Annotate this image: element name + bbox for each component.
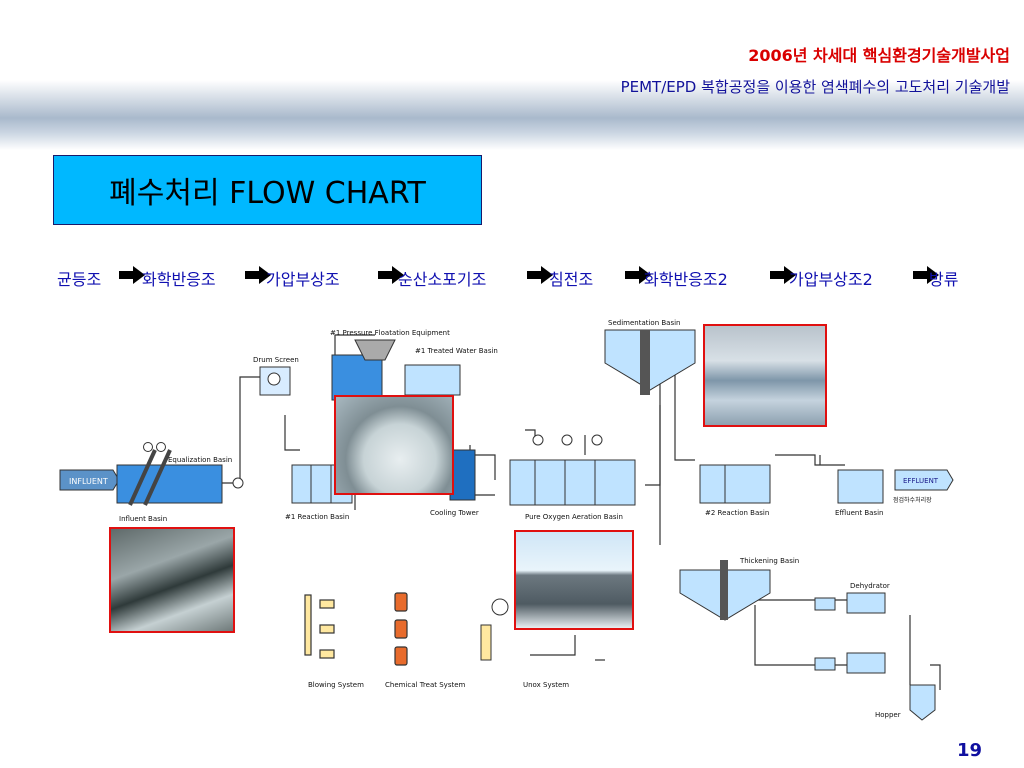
influent-basin-label: Influent Basin <box>119 515 167 523</box>
cooling-tower-label: Cooling Tower <box>430 509 479 517</box>
flow-step-chem-reaction: 화학반응조 <box>142 270 216 289</box>
thickening-basin-label: Thickening Basin <box>739 557 799 565</box>
pressure-flotation-label: #1 Pressure Floatation Equipment <box>330 329 450 337</box>
page-number: 19 <box>956 740 982 761</box>
arrow-right-icon <box>378 266 404 284</box>
effluent-label: EFFLUENT <box>903 477 939 485</box>
flow-step-pressure-flotation: 가압부상조 <box>266 270 340 289</box>
flow-step-pressure-flotation-2: 가압부상조2 <box>789 270 873 289</box>
blowing-system-label: Blowing System <box>308 681 364 689</box>
arrow-right-icon <box>913 266 939 284</box>
flow-chart-title-box: 폐수처리 FLOW CHART <box>53 155 482 225</box>
arrow-right-icon <box>527 266 553 284</box>
header-title: 2006년 차세대 핵심환경기술개발사업 <box>748 46 1010 65</box>
cooling-tower-photo <box>514 530 634 630</box>
arrow-right-icon <box>770 266 796 284</box>
arrow-right-icon <box>245 266 271 284</box>
influent-label: INFLUENT <box>69 477 108 486</box>
arrow-right-icon <box>625 266 651 284</box>
dehydrator-label: Dehydrator <box>850 582 890 590</box>
pure-oxygen-label: Pure Oxygen Aeration Basin <box>525 513 623 521</box>
effluent-basin-label: Effluent Basin <box>835 509 883 517</box>
flow-step-equalization: 균등조 <box>57 270 102 289</box>
reaction-basin-2-label: #2 Reaction Basin <box>705 509 769 517</box>
treated-water-basin-label: #1 Treated Water Basin <box>415 347 498 355</box>
arrow-right-icon <box>119 266 145 284</box>
flow-step-sedimentation: 침전조 <box>549 270 594 289</box>
reaction-basin-1-label: #1 Reaction Basin <box>285 513 349 521</box>
equalization-basin-label: Equalization Basin <box>168 456 232 464</box>
effluent-note-label: 점검하수처리장 <box>893 496 932 504</box>
drum-screen-label: Drum Screen <box>253 356 299 364</box>
flow-step-chem-reaction-2: 화학반응조2 <box>644 270 728 289</box>
sedimentation-photo <box>703 324 827 427</box>
sedimentation-basin-label: Sedimentation Basin <box>608 319 681 327</box>
flow-step-discharge: 방류 <box>929 270 959 289</box>
chemical-treat-label: Chemical Treat System <box>385 681 466 689</box>
process-diagram: INFLUENT Equalization Basin Influent Bas… <box>59 319 954 721</box>
unox-system-label: Unox System <box>523 681 569 689</box>
hopper-label: Hopper <box>875 711 901 719</box>
flow-step-pure-oxygen: 순산소포기조 <box>398 270 487 289</box>
flotation-tank-photo <box>334 395 454 495</box>
equalization-basin-photo <box>109 527 235 633</box>
header-subtitle: PEMT/EPD 복합공정을 이용한 염색폐수의 고도처리 기술개발 <box>620 78 1010 96</box>
header-band <box>0 0 1024 150</box>
